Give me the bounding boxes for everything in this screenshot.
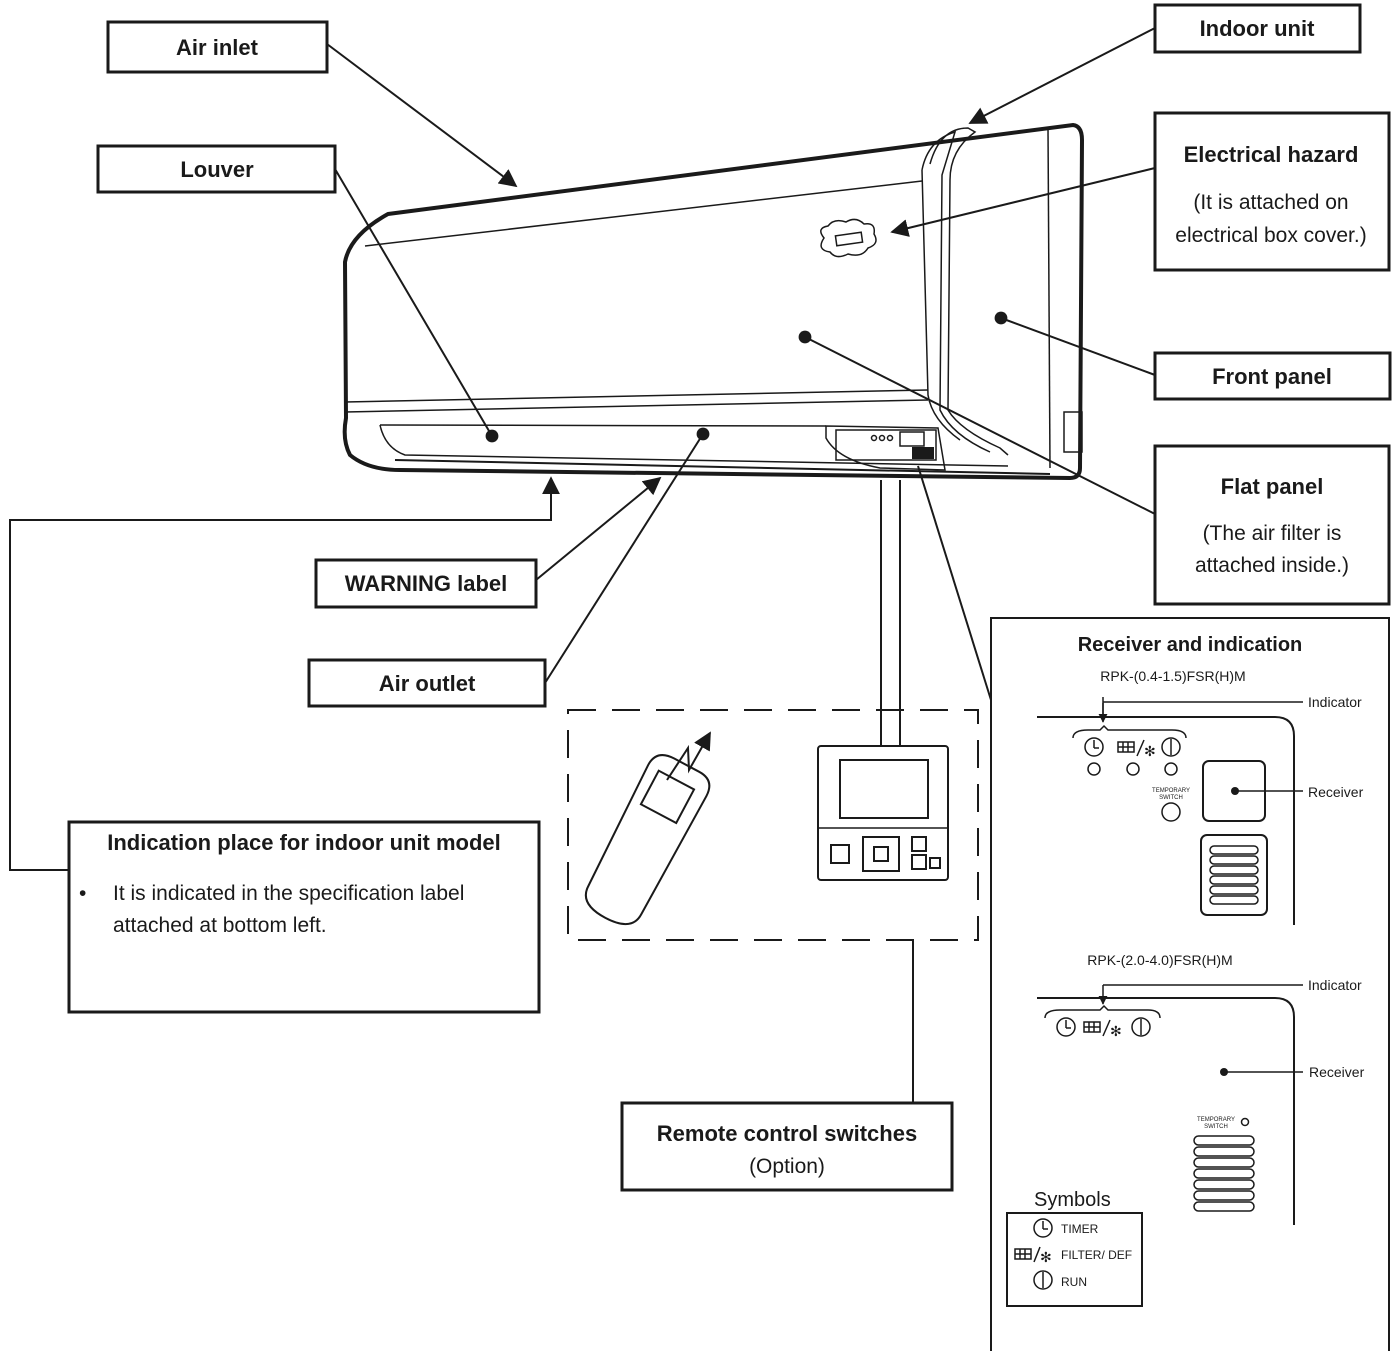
- warning-label-label: WARNING label: [345, 571, 508, 596]
- unit-body-outline: [342, 122, 1085, 481]
- louver-inner-line: [379, 424, 827, 427]
- indication-note-2: attached at bottom left.: [113, 914, 327, 937]
- temporary-switch-a: [1161, 802, 1181, 822]
- louver-top-line: [344, 389, 929, 403]
- louver-top-line-2: [344, 399, 929, 413]
- model-a-outline: [1037, 716, 1295, 925]
- flat-panel-note-1: (The air filter is: [1203, 522, 1342, 545]
- indicator-brace-a: [1072, 724, 1187, 739]
- receiver-grille-a: [1200, 834, 1268, 916]
- receiver-panel-title: Receiver and indication: [1078, 634, 1303, 656]
- louver-opening: [379, 424, 1009, 467]
- receiver-grille: [912, 447, 934, 459]
- remote-control-title: Remote control switches: [657, 1121, 917, 1146]
- indicator-label-b: Indicator: [1308, 977, 1362, 993]
- air-outlet-callout: Air outlet: [307, 427, 710, 708]
- symbols-legend-box: [1006, 1212, 1143, 1307]
- wireless-signal-icon: [666, 731, 711, 781]
- unit-bottom-edge: [394, 459, 1051, 475]
- legend-run-icon: [1033, 1270, 1053, 1290]
- indication-place-box: [67, 820, 541, 1014]
- air-inlet-label: Air inlet: [176, 35, 259, 60]
- receiver-window: [899, 431, 925, 447]
- front-panel-box: [1153, 351, 1392, 401]
- indoor-unit-drawing: [342, 122, 1085, 481]
- legend-run-text: RUN: [1061, 1275, 1087, 1289]
- indication-place-title: Indication place for indoor unit model: [107, 830, 501, 855]
- front-panel-label: Front panel: [1212, 364, 1332, 389]
- side-line: [1047, 127, 1051, 469]
- warning-label-callout: WARNING label: [314, 476, 662, 609]
- air-outlet-box: [307, 658, 547, 708]
- temporary-switch-label-a-1: TEMPORARY: [1152, 788, 1190, 794]
- receiver-grille-b: [1193, 1135, 1255, 1146]
- indoor-unit-callout: Indoor unit: [968, 3, 1362, 124]
- svg-text:✻: ✻: [1040, 1249, 1052, 1265]
- air-inlet-callout: Air inlet: [106, 20, 518, 188]
- timer-icon: [1084, 737, 1104, 757]
- legend-filter-def-text: FILTER/ DEF: [1061, 1248, 1132, 1262]
- remote-dashed-frame: [567, 709, 979, 941]
- unit-top-edge: [364, 180, 923, 247]
- warning-label-box: [314, 558, 538, 609]
- run-icon: [1161, 737, 1181, 757]
- receiver-label-b: Receiver: [1309, 1064, 1365, 1080]
- svg-text:✻: ✻: [1110, 1023, 1122, 1039]
- flat-panel-callout: Flat panel (The air filter is attached i…: [798, 330, 1391, 606]
- front-panel-side-inner: [921, 130, 991, 453]
- air-outlet-label: Air outlet: [379, 671, 476, 696]
- receiver-label-a: Receiver: [1308, 784, 1364, 800]
- temporary-switch-label-b-1: TEMPORARY: [1197, 1117, 1235, 1123]
- indication-note-1: It is indicated in the specification lab…: [113, 882, 464, 905]
- electrical-hazard-sticker: [820, 218, 877, 258]
- wired-remote-screen: [839, 759, 929, 819]
- electrical-hazard-title: Electrical hazard: [1184, 142, 1359, 167]
- receiver-panel-frame: [990, 617, 1390, 1351]
- indication-bullet: •: [79, 882, 86, 905]
- receiver-model-a: RPK-(0.4-1.5)FSR(H)M: [1100, 668, 1245, 684]
- def-icon: ✻: [1144, 743, 1156, 759]
- louver-callout: Louver: [96, 144, 499, 443]
- remote-control-callout: Remote control switches (Option): [620, 940, 954, 1192]
- flat-panel-title: Flat panel: [1221, 474, 1324, 499]
- receiver-panel: Receiver and indication RPK-(0.4-1.5)FSR…: [917, 465, 1390, 1351]
- air-inlet-box: [106, 20, 329, 74]
- wired-remote: [817, 745, 949, 881]
- indication-place-callout: Indication place for indoor unit model •…: [9, 476, 560, 1014]
- flat-panel-box: [1153, 444, 1391, 606]
- remote-control-sub: (Option): [749, 1155, 825, 1178]
- remote-controls-group: [567, 480, 979, 941]
- indoor-unit-label: Indoor unit: [1200, 16, 1316, 41]
- temporary-switch-b: [1240, 1117, 1250, 1127]
- temporary-switch-label-b-2: SWITCH: [1204, 1124, 1228, 1130]
- flat-panel-edge: [921, 169, 961, 441]
- remote-control-box: [620, 1101, 954, 1192]
- model-b-outline: [1037, 997, 1295, 1225]
- louver-label: Louver: [180, 157, 254, 182]
- receiver-model-b: RPK-(2.0-4.0)FSR(H)M: [1087, 952, 1232, 968]
- electrical-hazard-callout: Electrical hazard (It is attached on ele…: [890, 111, 1391, 272]
- side-tab: [1063, 411, 1083, 453]
- electrical-hazard-note-2: electrical box cover.): [1175, 224, 1366, 247]
- flat-panel-note-2: attached inside.): [1195, 554, 1349, 577]
- receiver-display: [835, 429, 937, 461]
- temporary-switch-label-a-2: SWITCH: [1159, 795, 1183, 801]
- indicator-label-a: Indicator: [1308, 694, 1362, 710]
- symbols-title: Symbols: [1034, 1189, 1111, 1211]
- front-panel-callout: Front panel: [994, 311, 1392, 401]
- legend-timer-icon: [1033, 1218, 1053, 1238]
- electrical-hazard-box: [1153, 111, 1391, 272]
- electrical-hazard-note-1: (It is attached on: [1193, 191, 1348, 214]
- indicator-brace-b: [1044, 1004, 1161, 1019]
- legend-timer-text: TIMER: [1061, 1222, 1099, 1236]
- wireless-remote: [584, 754, 711, 926]
